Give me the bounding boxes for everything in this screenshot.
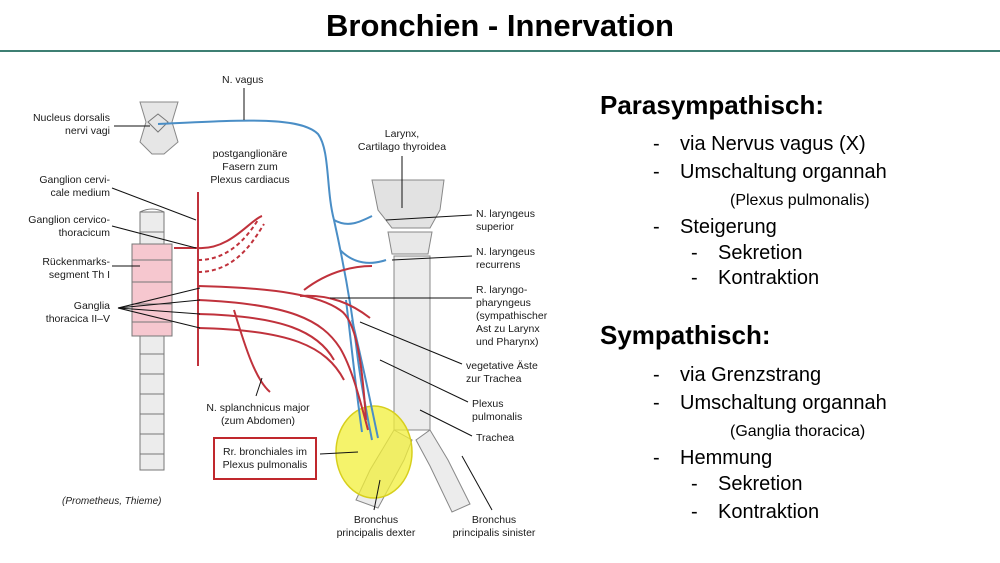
vagus-nerve — [157, 119, 387, 441]
sym-sub-kontraktion: -Kontraktion — [691, 501, 820, 523]
label-bronchus-sinister: Bronchus principalis sinister — [452, 514, 536, 539]
sym-sub-sekretion: -Sekretion — [691, 473, 803, 495]
title-divider — [0, 50, 1000, 52]
label-rueckenmarkssegment: Rückenmarks- segment Th I — [42, 256, 110, 281]
sym-note-ganglia: (Ganglia thoracica) — [730, 423, 866, 440]
label-plexus-pulmonalis: Plexus pulmonalis — [472, 398, 523, 423]
slide-title: Bronchien - Innervation — [326, 8, 674, 43]
para-sub-kontraktion: -Kontraktion — [691, 267, 820, 289]
bronchus-highlight — [335, 405, 413, 499]
label-n-laryngeus-superior: N. laryngeus superior — [476, 208, 535, 233]
spinal-column — [131, 208, 173, 471]
label-vegetative-aeste: vegetative Äste zur Trachea — [466, 360, 538, 385]
label-bronchus-dexter: Bronchus principalis dexter — [336, 514, 416, 539]
rr-bronchiales-box — [213, 437, 317, 480]
sym-bullet-umschaltung: -Umschaltung organnah — [653, 392, 887, 414]
image-credit: (Prometheus, Thieme) — [62, 496, 162, 507]
sym-bullet-hemmung: -Hemmung — [653, 447, 773, 469]
brainstem-shape — [139, 101, 179, 155]
sympathetic-trunk — [174, 192, 373, 431]
label-rr-bronchiales: Rr. bronchiales im Plexus pulmonalis — [222, 446, 308, 471]
label-n-splanchnicus-major: N. splanchnicus major (zum Abdomen) — [206, 402, 310, 427]
para-note-plexus: (Plexus pulmonalis) — [730, 192, 870, 209]
label-larynx: Larynx, Cartilago thyroidea — [357, 128, 447, 153]
para-bullet-umschaltung: -Umschaltung organnah — [653, 161, 887, 183]
heading-parasympathisch: Parasympathisch: — [600, 90, 824, 120]
label-ganglia-thoracica: Ganglia thoracica II–V — [45, 300, 110, 325]
label-ganglion-cervicale-medium: Ganglion cervi- cale medium — [39, 174, 110, 199]
heading-sympathisch: Sympathisch: — [600, 320, 771, 350]
label-ganglion-cervicothoracicum: Ganglion cervico- thoracicum — [28, 214, 110, 239]
label-r-laryngopharyngeus: R. laryngo- pharyngeus (sympathischer As… — [476, 284, 548, 348]
para-sub-sekretion: -Sekretion — [691, 242, 803, 264]
label-nucleus-dorsalis: Nucleus dorsalis nervi vagi — [32, 112, 110, 137]
label-postganglionaere-fasern: postganglionäre Fasern zum Plexus cardia… — [210, 148, 290, 186]
para-bullet-vagus: -via Nervus vagus (X) — [653, 133, 866, 155]
label-trachea: Trachea — [476, 432, 515, 444]
label-n-vagus: N. vagus — [222, 74, 264, 86]
innervation-figure: N. vagus Nucleus dorsalis nervi vagi pos… — [0, 60, 580, 560]
sym-bullet-grenzstrang: -via Grenzstrang — [653, 364, 822, 386]
para-bullet-steigerung: -Steigerung — [653, 216, 777, 238]
anatomy-illustration — [111, 88, 493, 513]
leader-lines — [111, 88, 493, 511]
label-n-laryngeus-recurrens: N. laryngeus recurrens — [476, 246, 535, 271]
